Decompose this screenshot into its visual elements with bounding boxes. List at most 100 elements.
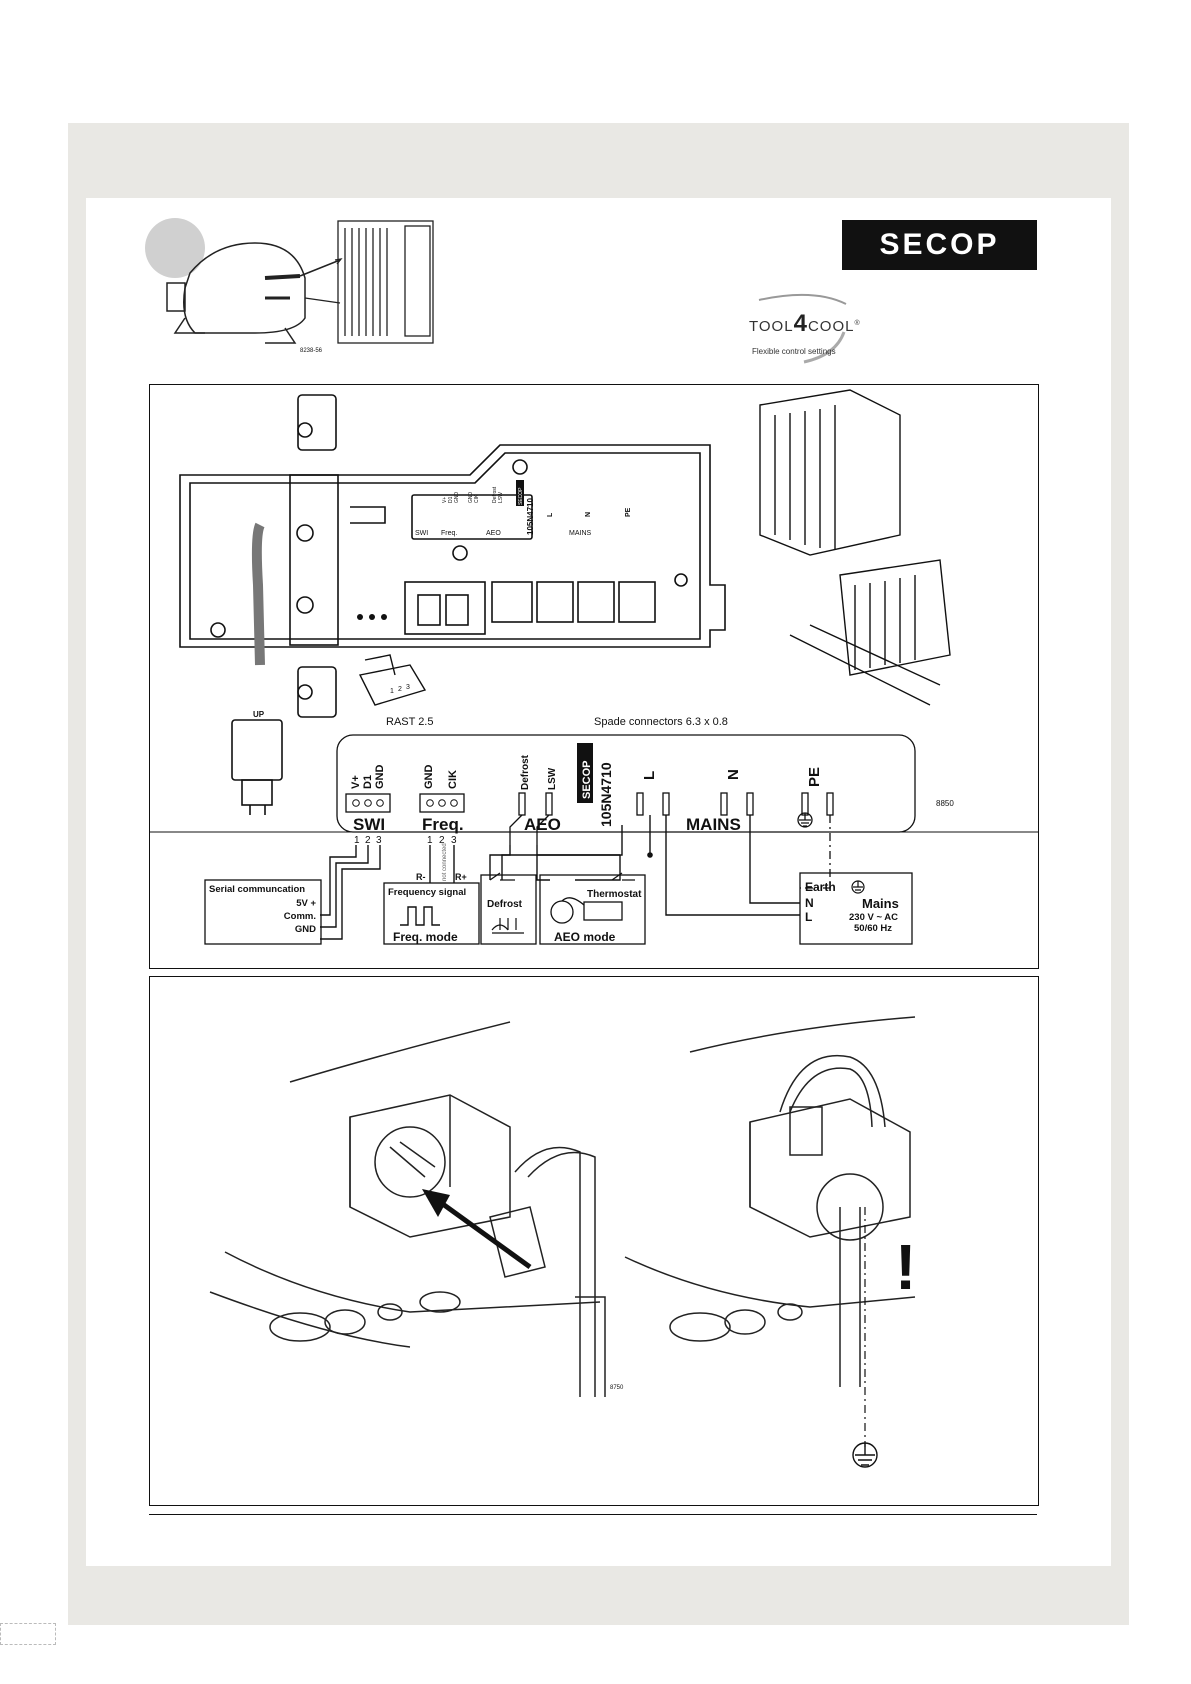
mains-voltage: 230 V ~ AC	[849, 912, 898, 923]
aeo-pin-lsw: LSW	[547, 767, 558, 790]
aeo-terminals	[509, 792, 553, 845]
aeo-mode-label: AEO mode	[554, 930, 616, 944]
swi-pin-gnd: GND	[374, 765, 386, 790]
board-swi-pin-2: D1	[448, 496, 454, 503]
mains-pin-l: L	[641, 771, 658, 780]
board-mains-pin-pe: PE	[625, 507, 632, 517]
mains-frequency: 50/60 Hz	[854, 923, 892, 934]
ground-icon	[852, 1442, 878, 1468]
tool4cool-reg: ®	[854, 320, 861, 327]
board-mains-pin-n: N	[585, 512, 592, 517]
freq-pin-number-1: 1	[427, 835, 433, 846]
freq-header	[419, 793, 465, 813]
tool4cool-wordmark: TOOL4COOL®	[749, 310, 861, 338]
board-aeo-pin-1: Defrost	[492, 486, 498, 503]
board-brand-badge	[516, 480, 524, 506]
board-mains-pin-l: L	[547, 512, 554, 517]
frequency-signal-box	[383, 882, 480, 945]
tool4cool-cool: COOL	[807, 318, 855, 335]
controller-icon	[299, 220, 434, 344]
swi-label: SWI	[353, 815, 385, 834]
rast-label: RAST 2.5	[386, 716, 434, 728]
bracket-left-illustration	[209, 1021, 606, 1397]
spade-connectors-label: Spade connectors 6.3 x 0.8	[594, 716, 728, 728]
freq-pin-number-3: 3	[451, 835, 457, 846]
board-group-aeo: AEO	[486, 530, 501, 537]
serial-box-title: Serial communcation	[209, 884, 305, 895]
brand-badge-text: SECOP	[581, 760, 593, 799]
freq-pin-cik: CIK	[447, 770, 459, 789]
rast-connector-icon	[358, 654, 427, 706]
defrost-switch-icon	[489, 872, 515, 881]
board-swi-pin-3: GND	[454, 492, 460, 504]
swi-pin-number-3: 3	[376, 835, 382, 846]
board-freq-pin-2: CIK	[474, 494, 480, 503]
mains-title: Mains	[862, 896, 899, 911]
board-group-freq: Freq.	[441, 530, 457, 537]
serial-communication-box	[204, 879, 322, 945]
tool4cool-four: 4	[793, 310, 808, 337]
board-group-swi: SWI	[415, 530, 428, 537]
page-corner-marker	[0, 1623, 56, 1645]
serial-line-gnd: GND	[295, 924, 316, 935]
schematic-wires	[320, 815, 800, 940]
thermostat-switch-icon	[611, 872, 635, 881]
mains-earth-label: Earth	[805, 880, 836, 894]
rast-pin-2: 2	[398, 686, 402, 693]
install-code: 8750	[610, 1385, 624, 1391]
swi-pin-number-2: 2	[365, 835, 371, 846]
up-label: UP	[253, 710, 265, 719]
aeo-mode-box	[539, 874, 646, 945]
installation-panel: 8750 !	[149, 976, 1039, 1506]
board-group-mains: MAINS	[569, 530, 592, 537]
defrost-box	[480, 874, 537, 945]
earth-wire	[800, 815, 831, 889]
controller-3d-views	[759, 389, 951, 706]
brand-badge	[577, 743, 593, 803]
square-wave-icon	[400, 906, 440, 926]
tool4cool-logo: TOOL4COOL® Flexible control settings	[744, 290, 864, 370]
board-swi-pin-1: V+	[442, 497, 448, 503]
rast-pin-3: 3	[406, 684, 410, 691]
logo-text: SECOP	[879, 228, 1000, 261]
earth-icon	[797, 812, 813, 828]
board-aeo-pin-2: LSW	[498, 492, 504, 503]
bracket-right-illustration	[624, 1016, 916, 1387]
mains-l-label: L	[805, 910, 812, 924]
rast-pin-1: 1	[390, 688, 394, 695]
mains-n-label: N	[805, 896, 814, 910]
thermostat-icon	[550, 897, 623, 924]
freq-r-minus: R-	[416, 872, 426, 882]
secop-logo: SECOP	[842, 220, 1037, 270]
freq-r-plus: R+	[455, 872, 467, 882]
tool4cool-tool: TOOL	[749, 318, 794, 335]
insert-arrow	[438, 1199, 532, 1270]
mains-earth-icon	[851, 880, 865, 894]
connector-plug-icon	[231, 719, 283, 815]
freq-pin-number-2: 2	[439, 835, 445, 846]
board-model: 105N4710	[526, 498, 535, 535]
heater-icon	[491, 918, 524, 934]
compressor-badge-icon	[145, 218, 205, 278]
aeo-pin-defrost: Defrost	[520, 754, 531, 790]
swi-header	[345, 793, 391, 813]
insert-arrow-head-icon	[422, 1189, 450, 1217]
tool4cool-tagline: Flexible control settings	[752, 347, 836, 356]
freq-not-connected: not connected	[442, 843, 448, 881]
aeo-label: AEO	[524, 815, 561, 834]
mains-pin-pe: PE	[806, 767, 823, 787]
freq-box-title: Frequency signal	[388, 887, 466, 898]
swi-pin-vplus: V+	[350, 775, 362, 789]
thermostat-label: Thermostat	[587, 889, 642, 900]
tool4cool-swoosh-icon	[758, 293, 847, 364]
serial-line-5v: 5V +	[296, 898, 316, 909]
mains-pin-n: N	[725, 769, 742, 780]
wiring-diagram-panel: V+ D1 GND GND CIK Defrost LSW SECOP 105N…	[149, 384, 1039, 969]
board-freq-pin-1: GND	[468, 492, 474, 504]
board-brand-badge-text: SECOP	[518, 487, 524, 505]
warning-mark: !	[895, 1231, 916, 1303]
defrost-box-label: Defrost	[487, 899, 523, 910]
housing-dots	[357, 614, 387, 620]
compressor-illustration: 8238-56	[145, 218, 434, 353]
junction-dot	[647, 852, 653, 858]
